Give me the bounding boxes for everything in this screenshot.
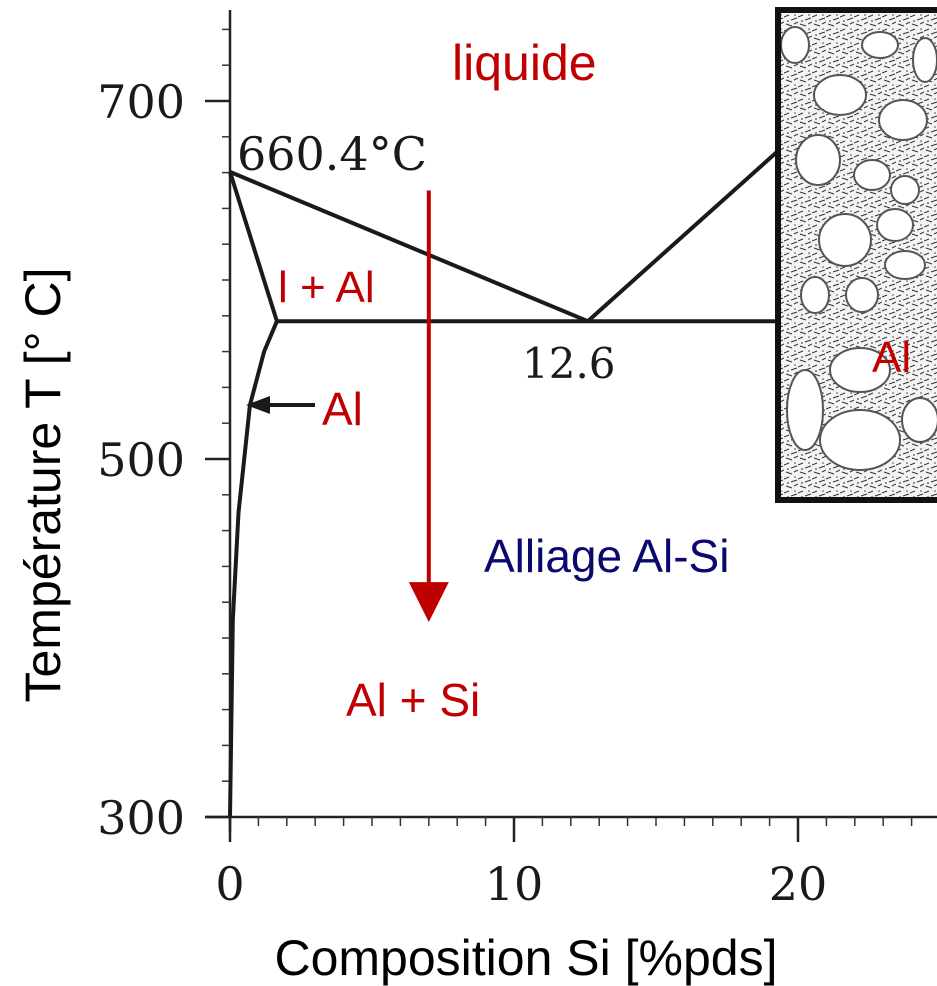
x-tick-label: 0: [215, 857, 244, 911]
y-tick-label: 500: [97, 433, 185, 487]
micrograph-al-label: Al: [872, 333, 911, 382]
liquid-plus-al-label: l + Al: [278, 263, 375, 312]
y-axis-label: Température T [° C]: [15, 268, 71, 703]
phase-boundary-line: [229, 170, 589, 324]
y-tick-label: 700: [97, 75, 185, 129]
micrograph-inset: Al: [775, 7, 937, 503]
phase-boundary-line: [586, 144, 786, 323]
phase-boundary-line: [228, 320, 279, 818]
y-tick-label: 300: [97, 791, 185, 845]
eutectic-label: 12.6: [522, 339, 616, 388]
al-phase-label: Al: [322, 383, 363, 435]
x-axis-label: Composition Si [%pds]: [274, 930, 777, 986]
alloy-label: Alliage Al-Si: [484, 530, 729, 582]
al-plus-si-label: Al + Si: [346, 674, 480, 726]
micrograph-frame: [775, 7, 937, 503]
phase-boundaries: [228, 144, 786, 818]
al-pointer-arrow: [246, 396, 315, 414]
melting-point-label: 660.4°C: [237, 127, 427, 181]
major-ticks: [205, 99, 800, 842]
phase-boundary-line: [228, 171, 279, 322]
tick-labels: 300 500 700 0 10 20: [97, 75, 827, 911]
x-tick-label: 20: [769, 857, 828, 911]
liquid-label: liquide: [452, 35, 597, 91]
micrograph-grains: [780, 26, 937, 471]
x-tick-label: 10: [485, 857, 544, 911]
